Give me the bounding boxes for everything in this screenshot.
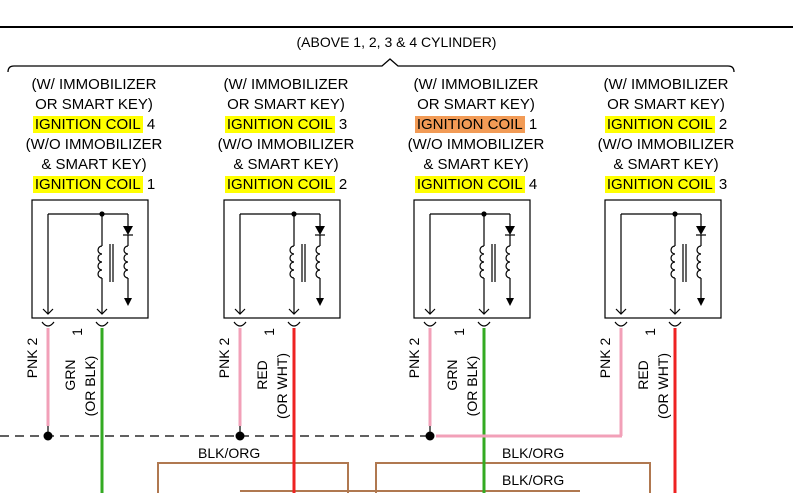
wire-alt-color-label: (OR WHT) [274,353,290,419]
pin2-arrow [424,308,436,315]
pin2-terminal [41,321,55,327]
ignition-coil-label-alt[interactable]: IGNITION COIL [414,176,525,193]
wire-color-label: RED [635,360,651,390]
secondary-winding [315,245,321,279]
pin2-label: PNK 2 [406,338,422,379]
primary-winding [479,245,485,279]
caption-top-1: (W/ IMMOBILIZER [31,76,157,93]
ignition-coil-label[interactable]: IGNITION COIL [32,116,143,133]
caption-top-2: OR SMART KEY) [417,96,535,113]
pin1-arrow [478,308,490,315]
pin2-terminal [423,321,437,327]
pin1-label: 1 [69,328,85,336]
ignition-coil-label-alt[interactable]: IGNITION COIL [224,176,335,193]
ground-splice-1 [43,431,53,441]
pin1-terminal [95,321,109,327]
caption-mid-2: & SMART KEY) [613,156,719,173]
spark-arrow [697,298,705,306]
caption-mid-2: & SMART KEY) [233,156,339,173]
ignition-coil-number: 2 [714,116,728,133]
caption-mid-1: (W/O IMMOBILIZER [597,136,735,153]
diode [505,226,515,235]
pin1-label: 1 [642,328,658,336]
caption-top-1: (W/ IMMOBILIZER [413,76,539,93]
coil-unit-3 [413,199,531,327]
spark-arrow [316,298,324,306]
diode [696,226,706,235]
wire-color-label: GRN [62,359,78,390]
coil-unit-4 [604,199,722,327]
ignition-coil-number: 4 [142,116,156,133]
bus-label-1: BLK/ORG [198,445,261,461]
diode [123,226,133,235]
spark-arrow [506,298,514,306]
caption-mid-1: (W/O IMMOBILIZER [217,136,355,153]
ignition-coil-number-alt: 3 [714,176,728,193]
caption-top-2: OR SMART KEY) [35,96,153,113]
bus-box-2 [375,462,651,493]
ignition-coil-label-alt[interactable]: IGNITION COIL [604,176,715,193]
caption-mid-1: (W/O IMMOBILIZER [25,136,163,153]
caption-top-1: (W/ IMMOBILIZER [603,76,729,93]
bus-box-1 [157,462,349,493]
coil-caption-3: (W/ IMMOBILIZER OR SMART KEY) IGNITION COI… [386,75,566,195]
pin2-terminal [233,321,247,327]
caption-top-2: OR SMART KEY) [227,96,345,113]
caption-mid-1: (W/O IMMOBILIZER [407,136,545,153]
ground-splice-3 [425,431,435,441]
pin2-label: PNK 2 [216,338,232,379]
coil-caption-4: (W/ IMMOBILIZER OR SMART KEY) IGNITION COI… [576,75,756,195]
pin2-arrow [234,308,246,315]
pin2-arrow [615,308,627,315]
caption-top-1: (W/ IMMOBILIZER [223,76,349,93]
header-brace [7,58,735,73]
pin1-arrow [669,308,681,315]
diode [315,226,325,235]
pin1-label: 1 [261,328,277,336]
pin1-terminal [477,321,491,327]
ignition-coil-number-alt: 4 [524,176,538,193]
ignition-coil-number-alt: 1 [142,176,156,193]
wire-color-label: RED [254,360,270,390]
wire-alt-color-label: (OR BLK) [82,356,98,417]
pin1-terminal [668,321,682,327]
coil-unit-2 [223,199,341,327]
ignition-coil-label[interactable]: IGNITION COIL [414,116,525,133]
wire-color-label: GRN [444,359,460,390]
coil-unit-1 [31,199,149,327]
wire-alt-color-label: (OR WHT) [655,353,671,419]
coil-caption-1: (W/ IMMOBILIZER OR SMART KEY) IGNITION COI… [4,75,184,195]
caption-mid-2: & SMART KEY) [423,156,529,173]
pin2-label: PNK 2 [24,338,40,379]
pin2-terminal [614,321,628,327]
pin1-label: 1 [451,328,467,336]
primary-winding [97,245,103,279]
ignition-coil-label[interactable]: IGNITION COIL [224,116,335,133]
pin1-terminal [287,321,301,327]
spark-arrow [124,298,132,306]
diagram-header: (ABOVE 1, 2, 3 & 4 CYLINDER) [296,34,497,50]
ground-splice-2 [235,431,245,441]
bus-label-2: BLK/ORG [502,445,565,461]
primary-winding [670,245,676,279]
pin1-arrow [96,308,108,315]
ignition-coil-number: 3 [334,116,348,133]
secondary-winding [123,245,129,279]
secondary-winding [696,245,702,279]
ignition-coil-number: 1 [524,116,538,133]
pin1-arrow [288,308,300,315]
ignition-coil-number-alt: 2 [334,176,348,193]
ignition-coil-label-alt[interactable]: IGNITION COIL [32,176,143,193]
secondary-winding [505,245,511,279]
caption-top-2: OR SMART KEY) [607,96,725,113]
bus-label-3: BLK/ORG [502,472,565,488]
coil-caption-2: (W/ IMMOBILIZER OR SMART KEY) IGNITION COI… [196,75,376,195]
primary-winding [289,245,295,279]
wire-alt-color-label: (OR BLK) [464,356,480,417]
ignition-coil-label[interactable]: IGNITION COIL [604,116,715,133]
caption-mid-2: & SMART KEY) [41,156,147,173]
pin2-arrow [42,308,54,315]
pin2-label: PNK 2 [597,338,613,379]
